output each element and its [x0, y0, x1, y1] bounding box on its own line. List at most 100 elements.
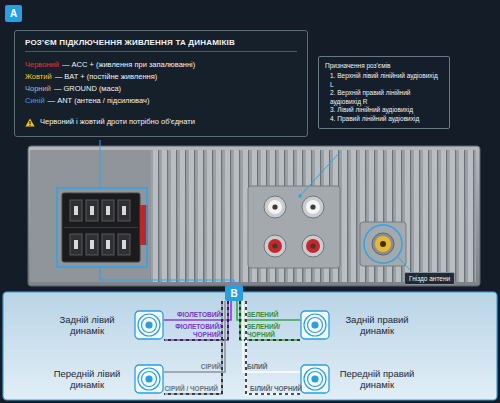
speaker-icon	[308, 318, 323, 333]
callout-item: 4. Правий лінійний аудіовихід	[325, 115, 443, 123]
speaker-icon	[138, 314, 160, 336]
rca-jacks	[302, 235, 324, 257]
speaker-node: Задній лівий динамік	[30, 306, 164, 344]
wire-color: Чорний	[25, 84, 51, 93]
speaker-icon	[308, 372, 323, 387]
callout-item: 2. Верхній правий лінійний аудіовихід R	[325, 89, 443, 106]
iso-connector	[74, 240, 78, 249]
wiring-panel	[3, 267, 497, 400]
leader-line	[100, 140, 410, 270]
rca-jacks	[302, 196, 324, 218]
rca-jacks	[310, 204, 315, 209]
device-body	[360, 222, 406, 266]
wire-color-label: ФІОЛЕТОВИЙ/ ЧОРНИЙ	[165, 323, 221, 338]
wire-color: Червоний	[25, 60, 59, 69]
iso-connector	[106, 206, 110, 215]
speaker-icon	[146, 376, 152, 382]
wire-color-label: ЗЕЛЕНИЙ/ ЧОРНИЙ	[247, 323, 299, 338]
wire-line: Чорний— GROUND (маса)	[25, 83, 297, 95]
speaker-icon	[135, 311, 163, 339]
antenna-socket	[364, 225, 402, 263]
section-badge: A	[5, 5, 22, 22]
warning-icon	[29, 121, 30, 124]
wiring-panel	[100, 267, 234, 285]
speaker-icon	[304, 368, 326, 390]
iso-connector	[102, 234, 114, 255]
speaker-wire	[164, 301, 225, 372]
wire-line: Жовтий— BAT + (постійне живлення)	[25, 71, 297, 83]
wire-stripe	[246, 301, 300, 394]
device-body	[28, 146, 480, 286]
wire-function: — ANT (антена / підсилювач)	[48, 96, 150, 105]
speaker-node: Задній правий динамік	[300, 306, 434, 344]
speaker-label: Задній лівий динамік	[46, 314, 128, 337]
speaker-icon	[134, 310, 164, 340]
iso-connector	[118, 200, 130, 221]
speaker-icon	[300, 310, 330, 340]
wiring-panel	[3, 292, 497, 400]
wire-function: — ACC + (живлення при запалюванні)	[62, 60, 195, 69]
iso-connector	[70, 200, 82, 221]
speaker-icon	[142, 372, 157, 387]
callout-title: Призначення роз'ємів	[325, 62, 443, 70]
wire-function: — GROUND (маса)	[54, 84, 121, 93]
speaker-icon	[312, 376, 318, 382]
warning-icon	[25, 118, 34, 126]
iso-connector	[90, 206, 94, 215]
leader-line	[398, 257, 410, 270]
iso-connector	[86, 200, 98, 221]
rca-jacks	[272, 243, 277, 248]
iso-connector	[122, 240, 126, 249]
rca-jacks	[264, 196, 324, 257]
wire-color-label: СІРИЙ / ЧОРНИЙ	[162, 385, 218, 392]
wire-stripe	[164, 301, 222, 394]
wire-color-label: БІЛИЙ	[247, 363, 299, 370]
antenna-socket	[380, 241, 386, 247]
callout-label: Гніздо антени	[409, 275, 450, 282]
speaker-wire	[164, 301, 222, 394]
speaker-icon	[146, 322, 152, 328]
label-tag: Гніздо антени	[404, 272, 455, 285]
section-letter: B	[230, 288, 237, 299]
warning-icon	[25, 118, 35, 127]
rca-jacks	[306, 200, 320, 214]
speaker-icon	[301, 311, 329, 339]
device-body	[30, 150, 150, 282]
rca-jacks	[310, 243, 315, 248]
leader-dot	[298, 194, 302, 198]
wire-function: — BAT + (постійне живлення)	[55, 72, 158, 81]
device-body	[248, 186, 340, 268]
rca-jacks	[306, 239, 320, 253]
wire-color: Жовтий	[25, 72, 52, 81]
iso-connector	[57, 188, 147, 267]
speaker-wire	[164, 301, 228, 340]
wire-color: Синій	[25, 96, 45, 105]
speaker-label: Передній правий динамік	[336, 368, 418, 391]
rca-jacks	[268, 200, 282, 214]
antenna-socket	[375, 236, 391, 252]
iso-connector	[70, 234, 82, 255]
warning-text: Червоний і жовтий дроти потрібно об'єдна…	[40, 116, 195, 128]
wire-color-label: ФІОЛЕТОВИЙ	[165, 311, 221, 318]
iso-connector	[62, 193, 140, 262]
rca-jacks	[264, 235, 286, 257]
speaker-icon	[142, 318, 157, 333]
speaker-wire	[240, 301, 300, 340]
rca-jacks	[264, 196, 286, 218]
speaker-icon	[134, 364, 164, 394]
speaker-label: Задній правий динамік	[336, 314, 418, 337]
leader-line	[300, 152, 340, 196]
iso-connector	[86, 234, 98, 255]
wire-stripe	[240, 301, 300, 340]
speaker-node: Передній правий динамік	[300, 360, 434, 398]
speaker-icon	[304, 314, 326, 336]
rca-jacks	[268, 239, 282, 253]
iso-connector	[74, 206, 78, 215]
antenna-socket	[364, 225, 402, 263]
callout-box: Призначення роз'ємів1. Верхній лівий лін…	[318, 56, 450, 129]
leader-line	[100, 140, 101, 188]
iso-connector	[57, 188, 148, 267]
wire-line: Червоний— ACC + (живлення при запалюванн…	[25, 59, 297, 71]
